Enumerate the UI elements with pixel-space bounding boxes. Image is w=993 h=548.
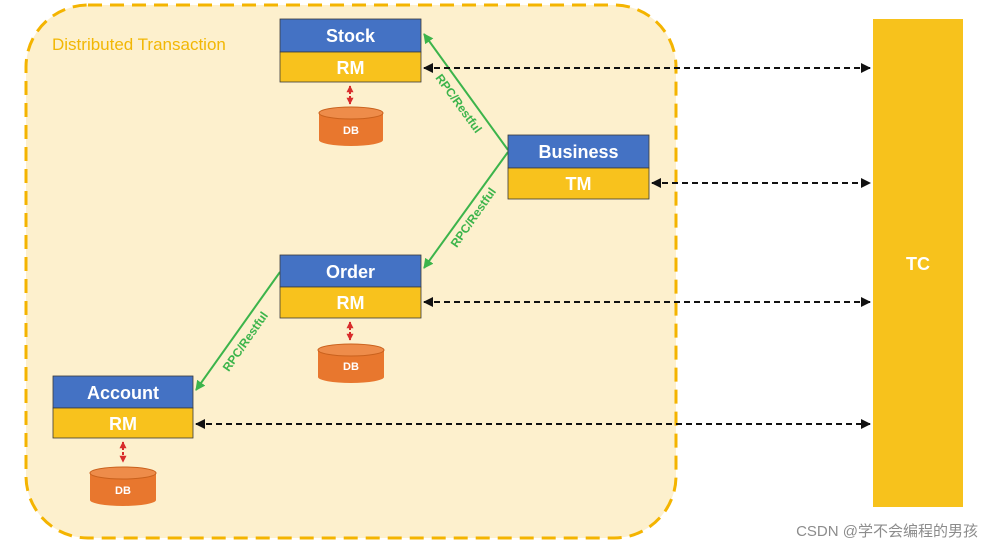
stock-service-node: Stock RM — [279, 18, 422, 83]
rpc-arrow-order-to-account — [195, 271, 281, 391]
order-rm-box — [279, 286, 422, 319]
account-role: RM — [109, 414, 137, 434]
business-header — [507, 134, 650, 169]
boundary-title: Distributed Transaction — [52, 35, 226, 54]
stock-name: Stock — [326, 26, 376, 46]
business-service-node: Business TM — [507, 134, 650, 200]
account-db-label: DB — [115, 485, 131, 497]
tc-box — [873, 19, 963, 507]
account-rm-box — [52, 407, 194, 439]
order-header — [279, 254, 422, 288]
tc-label: TC — [906, 254, 930, 274]
order-db-label: DB — [343, 361, 359, 373]
watermark: CSDN @学不会编程的男孩 — [796, 523, 978, 540]
business-name: Business — [538, 142, 618, 162]
stock-database-icon: DB — [318, 106, 384, 146]
order-database-icon: DB — [317, 343, 385, 383]
business-role: TM — [566, 174, 592, 194]
order-role: RM — [337, 293, 365, 313]
account-name: Account — [87, 383, 159, 403]
rpc-arrow-business-to-order — [423, 151, 509, 269]
stock-db-label: DB — [343, 125, 359, 137]
stock-rm-box — [279, 51, 422, 83]
account-service-node: Account RM — [52, 375, 194, 439]
tc-node: TC — [873, 19, 963, 507]
account-header — [52, 375, 194, 409]
account-database-icon: DB — [89, 466, 157, 506]
business-tm-box — [507, 167, 650, 200]
order-service-node: Order RM — [279, 254, 422, 319]
stock-role: RM — [337, 58, 365, 78]
order-name: Order — [326, 262, 375, 282]
rpc-arrow-business-to-stock — [423, 33, 509, 151]
